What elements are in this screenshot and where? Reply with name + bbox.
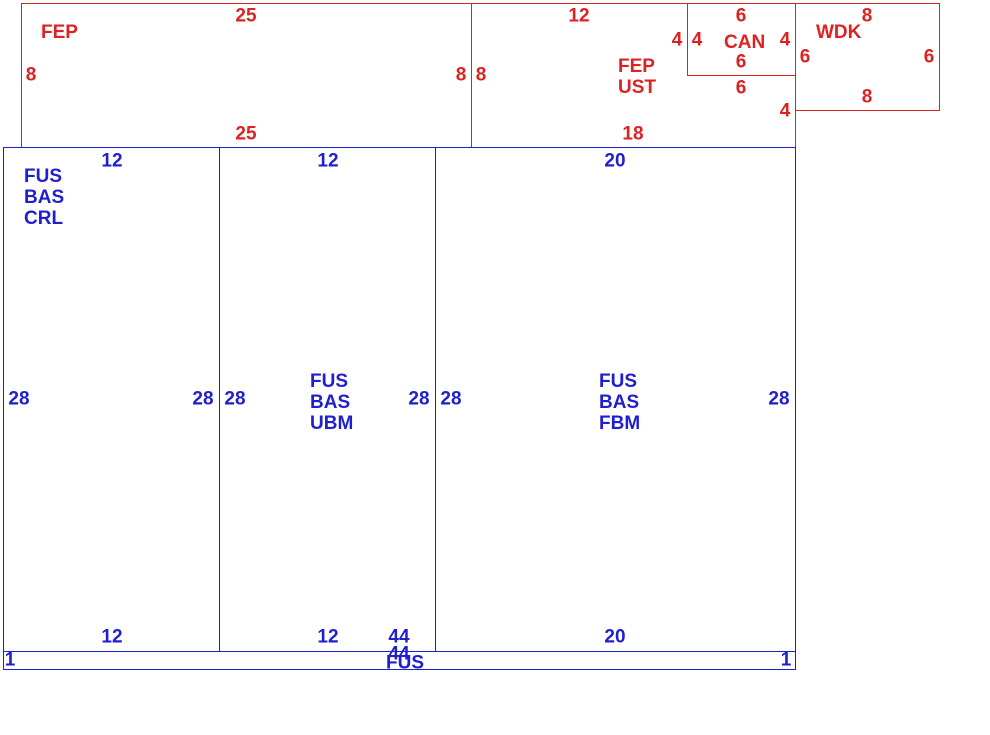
fbm-top-dim: 20 (604, 150, 626, 172)
wdk-left-dim: 6 (799, 46, 811, 68)
wdk-name: WDK (816, 22, 862, 43)
fbm-bottom-dim: 20 (604, 626, 626, 648)
fep-ust-right-upper-dim: 4 (671, 29, 683, 51)
crl-bottom-dim: 12 (101, 626, 123, 648)
fep-left-name: FEP (41, 22, 78, 43)
can-bottom-dim: 6 (735, 51, 747, 73)
ubm-right-dim: 28 (408, 388, 430, 410)
wdk-right-dim: 6 (923, 46, 935, 68)
can-name: CAN (724, 32, 766, 53)
fep-left-left-dim: 8 (25, 64, 37, 86)
wdk-top-dim: 8 (861, 5, 873, 27)
ubm-top-dim: 12 (317, 150, 339, 172)
wdk-box (795, 3, 940, 111)
crl-left-dim: 28 (8, 388, 30, 410)
fbm-right-dim: 28 (768, 388, 790, 410)
wdk-bottom-dim: 8 (861, 86, 873, 108)
can-below-dim: 6 (735, 77, 747, 99)
fbm-left-dim: 28 (440, 388, 462, 410)
ubm-bottom-dim: 12 (317, 626, 339, 648)
fep-left-top-dim: 25 (235, 5, 257, 27)
fep-ust-right-lower-dim: 4 (779, 100, 791, 122)
crl-right-dim: 28 (192, 388, 214, 410)
ubm-left-dim: 28 (224, 388, 246, 410)
fep-ust-bottom-dim: 18 (622, 123, 644, 145)
fus-strip-top-dim: 44 (388, 643, 410, 665)
fep-ust-top-dim: 12 (568, 5, 590, 27)
fus-strip-box (3, 651, 796, 670)
can-top-dim: 6 (735, 5, 747, 27)
can-left-dim: 4 (691, 29, 703, 51)
fus-strip-left-dim: 1 (4, 649, 16, 671)
fep-ust-left-dim: 8 (475, 64, 487, 86)
crl-top-dim: 12 (101, 150, 123, 172)
ubm-extra-dim: 44 (388, 626, 410, 648)
fus-strip-name: FUS (386, 652, 424, 674)
can-right-dim: 4 (779, 29, 791, 51)
fep-left-bottom-dim: 25 (235, 123, 257, 145)
fus-strip-right-dim: 1 (780, 649, 792, 671)
fep-left-right-dim: 8 (455, 64, 467, 86)
